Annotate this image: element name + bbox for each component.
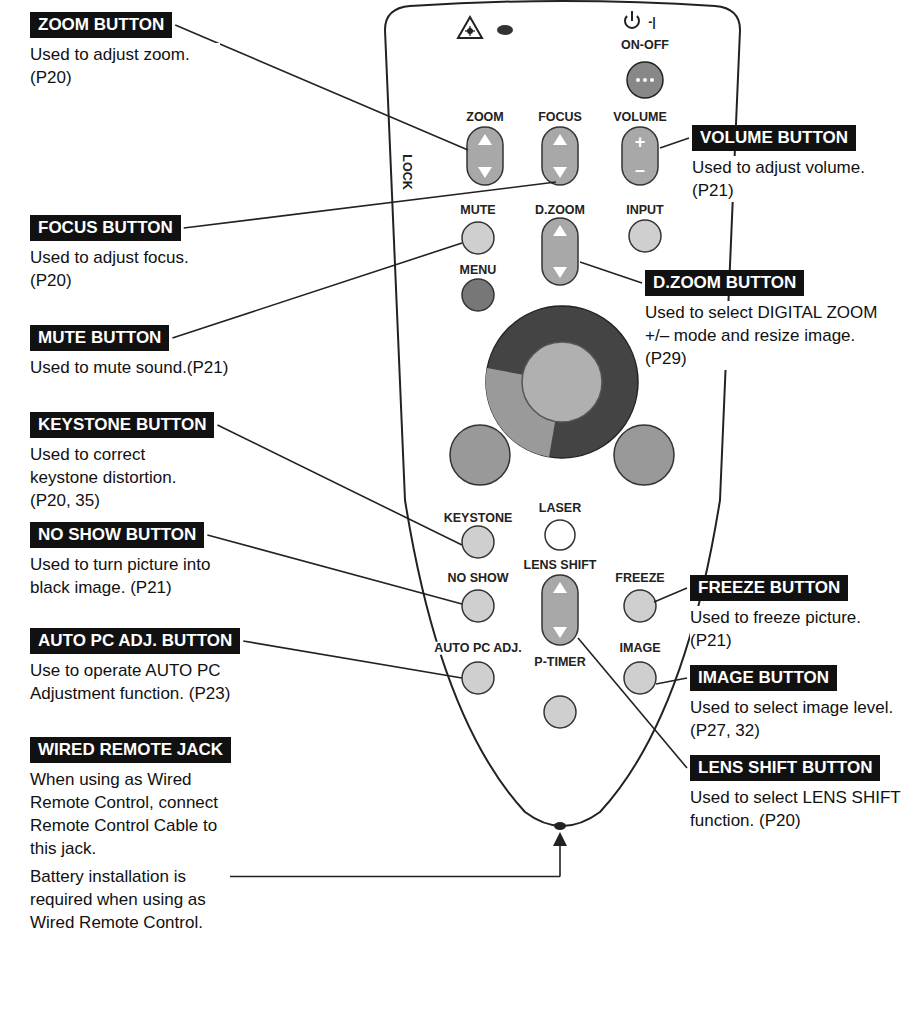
callout: FOCUS BUTTON Used to adjust focus. (P20) bbox=[30, 215, 215, 292]
leader-line bbox=[172, 243, 462, 338]
leader-line bbox=[654, 588, 687, 602]
button-label: ON-OFF bbox=[620, 39, 670, 52]
callout-text: Used to adjust focus. (P20) bbox=[30, 246, 215, 292]
indicator-lamp bbox=[497, 25, 513, 35]
callout: NO SHOW BUTTON Used to turn picture into … bbox=[30, 522, 245, 599]
callout-heading: IMAGE BUTTON bbox=[690, 665, 837, 691]
callout-heading: FOCUS BUTTON bbox=[30, 215, 181, 241]
power-symbol bbox=[625, 11, 639, 28]
leader-line bbox=[243, 641, 462, 678]
button-label: KEYSTONE bbox=[443, 512, 514, 525]
button-label: LENS SHIFT bbox=[523, 559, 598, 572]
button-label: MUTE bbox=[459, 204, 496, 217]
callout-heading: FREEZE BUTTON bbox=[690, 575, 848, 601]
remote-body bbox=[385, 1, 740, 826]
callout-text: Used to select LENS SHIFT function. (P20… bbox=[690, 786, 902, 832]
button-label: + bbox=[634, 133, 647, 151]
leader-line bbox=[660, 138, 689, 148]
callout-text: Battery installation is required when us… bbox=[30, 865, 230, 934]
button-label: FREEZE bbox=[614, 572, 665, 585]
callout-text: Used to mute sound.(P21) bbox=[30, 356, 228, 379]
callout: FREEZE BUTTON Used to freeze picture. (P2… bbox=[690, 575, 902, 652]
button-label: VOLUME bbox=[612, 111, 667, 124]
leader-line bbox=[578, 638, 687, 768]
callout-heading: KEYSTONE BUTTON bbox=[30, 412, 214, 438]
leader-line bbox=[656, 678, 687, 684]
leader-line bbox=[580, 262, 642, 283]
button-label: INPUT bbox=[625, 204, 665, 217]
callout: WIRED REMOTE JACK When using as Wired Rem… bbox=[30, 737, 230, 934]
callout: VOLUME BUTTON Used to adjust volume. (P21… bbox=[692, 125, 897, 202]
callout: IMAGE BUTTON Used to select image level. … bbox=[690, 665, 902, 742]
callout: D.ZOOM BUTTON Used to select DIGITAL ZOOM… bbox=[645, 270, 895, 370]
button-label: NO SHOW bbox=[446, 572, 509, 585]
button-label: MENU bbox=[459, 264, 498, 277]
callout-text: Used to select image level. (P27, 32) bbox=[690, 696, 902, 742]
leader-line bbox=[559, 842, 561, 877]
callout-text: Used to freeze picture. (P21) bbox=[690, 606, 902, 652]
callout-text: Used to adjust zoom. (P20) bbox=[30, 43, 220, 89]
callout-heading: MUTE BUTTON bbox=[30, 325, 169, 351]
callout-heading: ZOOM BUTTON bbox=[30, 12, 172, 38]
callout: AUTO PC ADJ. BUTTON Use to operate AUTO P… bbox=[30, 628, 255, 705]
callout-text: Used to correct keystone distortion. (P2… bbox=[30, 443, 205, 512]
arrowhead bbox=[553, 832, 567, 846]
callout-heading: WIRED REMOTE JACK bbox=[30, 737, 231, 763]
button-label: IMAGE bbox=[619, 642, 662, 655]
button-label: LOCK bbox=[401, 153, 414, 190]
leader-line bbox=[217, 425, 462, 545]
joystick-pad bbox=[450, 306, 674, 485]
button-label: ZOOM bbox=[465, 111, 505, 124]
power-button bbox=[627, 62, 663, 98]
callout-text: Used to turn picture into black image. (… bbox=[30, 553, 245, 599]
callout-heading: VOLUME BUTTON bbox=[692, 125, 856, 151]
callout-text: Used to adjust volume. (P21) bbox=[692, 156, 897, 202]
callout: MUTE BUTTON Used to mute sound.(P21) bbox=[30, 325, 265, 379]
callout-heading: D.ZOOM BUTTON bbox=[645, 270, 804, 296]
callout: ZOOM BUTTON Used to adjust zoom. (P20) bbox=[30, 12, 220, 89]
callout-text: When using as Wired Remote Control, conn… bbox=[30, 768, 230, 860]
button-label: D.ZOOM bbox=[534, 204, 586, 217]
button-label: P-TIMER bbox=[533, 656, 586, 669]
callout-text: Use to operate AUTO PC Adjustment functi… bbox=[30, 659, 255, 705]
callout-heading: LENS SHIFT BUTTON bbox=[690, 755, 880, 781]
callout: LENS SHIFT BUTTON Used to select LENS SHI… bbox=[690, 755, 902, 832]
button-label: LASER bbox=[538, 502, 582, 515]
wired-remote-jack bbox=[554, 822, 566, 830]
leader-line bbox=[207, 535, 462, 604]
leader-line bbox=[192, 876, 560, 878]
button-label: – bbox=[634, 161, 646, 179]
button-label: FOCUS bbox=[537, 111, 583, 124]
callout-heading: AUTO PC ADJ. BUTTON bbox=[30, 628, 240, 654]
button-label: AUTO PC ADJ. bbox=[433, 642, 523, 655]
leader-line bbox=[184, 182, 556, 228]
callout: KEYSTONE BUTTONUsed to correct keystone … bbox=[30, 412, 205, 512]
callout-text: Used to select DIGITAL ZOOM +/– mode and… bbox=[645, 301, 895, 370]
laser-warning-symbol bbox=[458, 17, 482, 38]
callout-heading: NO SHOW BUTTON bbox=[30, 522, 204, 548]
button-label: -| bbox=[647, 16, 657, 29]
